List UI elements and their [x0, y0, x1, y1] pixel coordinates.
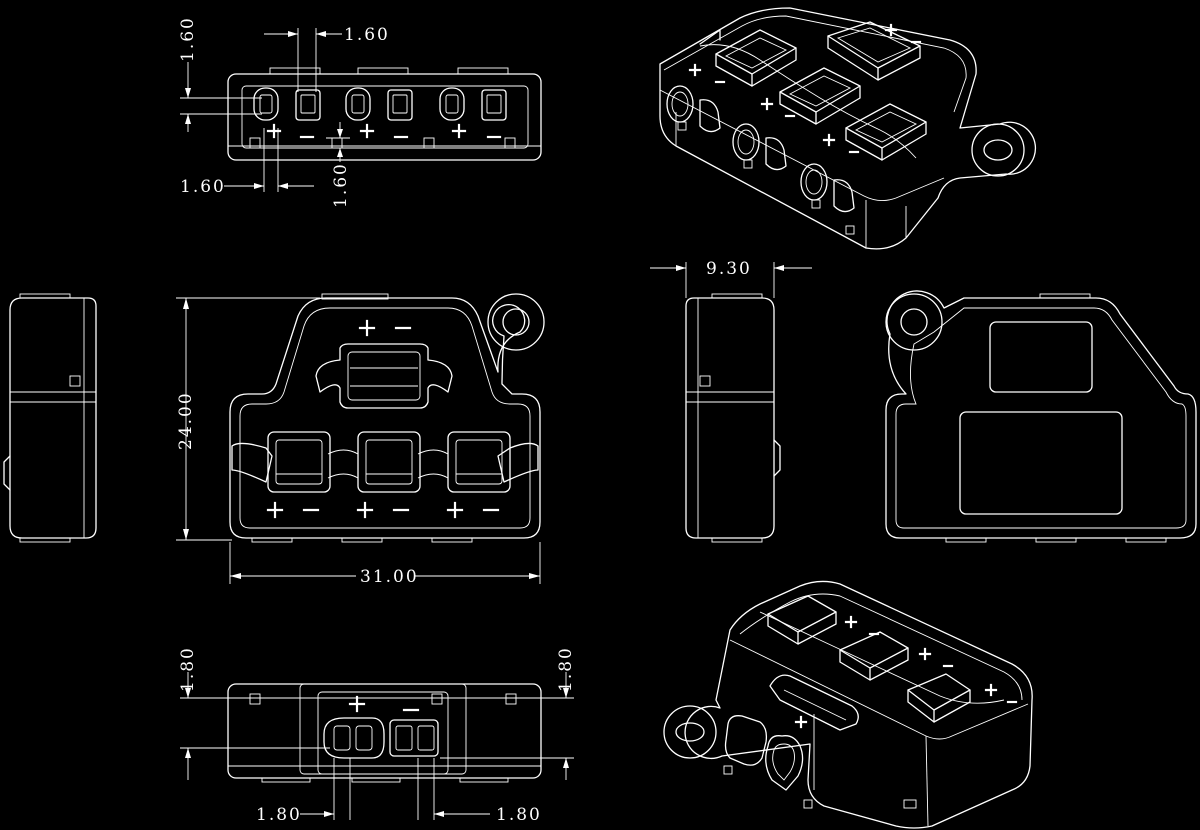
plus-symbol [446, 501, 464, 519]
left-view [3, 293, 97, 543]
plus-symbol [822, 133, 836, 147]
socket-pair-3 [439, 87, 507, 121]
socket-pair-1 [253, 87, 321, 121]
iso-view-top [659, 7, 1037, 250]
lower-latch-2 [357, 431, 421, 493]
plus-symbol [760, 97, 774, 111]
plus-symbol [884, 23, 898, 37]
iso-bottom-latch-1 [767, 595, 837, 645]
dim-bottom-h-left: 1.80 [256, 805, 302, 825]
dim-bottom-v-right: 1.80 [556, 646, 576, 692]
plus-symbol [348, 695, 366, 713]
plus-symbol [984, 683, 998, 697]
plus-symbol [688, 63, 702, 77]
plug-double [323, 717, 439, 759]
plus-symbol [794, 715, 808, 729]
iso-top-latch-1 [715, 29, 797, 87]
plus-symbol [844, 615, 858, 629]
front-view: 24.00 31.00 [176, 293, 545, 587]
lower-latch-1 [267, 431, 331, 493]
socket-pair-2 [345, 87, 413, 121]
label-area-bottom [959, 411, 1123, 515]
dim-top-h1: 1.60 [344, 25, 390, 45]
dim-top-v2: 1.60 [331, 162, 351, 208]
plus-symbol [918, 647, 932, 661]
upper-latch [315, 343, 453, 409]
dim-bottom-v-left: 1.80 [178, 646, 198, 692]
iso-bottom-latch-3 [907, 673, 971, 723]
lower-latch-3 [447, 431, 511, 493]
plus-symbol [358, 319, 376, 337]
top-view: 1.60 1.60 1.60 1.60 [178, 16, 542, 208]
back-view [885, 290, 1197, 543]
iso-bottom-latch-2 [839, 631, 909, 681]
side-dimensions [650, 262, 812, 298]
iso-bottom-latch-front [769, 674, 859, 731]
bottom-dimensions [180, 672, 574, 820]
dim-front-height: 24.00 [176, 391, 196, 450]
dim-side-depth: 9.30 [706, 259, 752, 279]
top-dimensions [180, 28, 350, 192]
label-area-top [989, 321, 1093, 393]
iso-top-latch-3 [845, 103, 927, 161]
iso-top-latch-2 [779, 67, 861, 125]
dim-bottom-h-right: 1.80 [496, 805, 542, 825]
bottom-view: 1.80 1.80 1.80 1.80 [178, 646, 576, 825]
plus-symbol [356, 501, 374, 519]
plus-symbol [359, 123, 375, 139]
dim-top-v1: 1.60 [178, 16, 198, 62]
front-dimensions [176, 297, 541, 584]
plus-symbol [451, 123, 467, 139]
dim-top-h2: 1.60 [180, 177, 226, 197]
plus-symbol [266, 501, 284, 519]
iso-top-latch-upper [827, 21, 921, 81]
dim-front-width: 31.00 [360, 567, 419, 587]
iso-view-bottom [663, 580, 1033, 829]
right-view: 9.30 [650, 259, 812, 543]
